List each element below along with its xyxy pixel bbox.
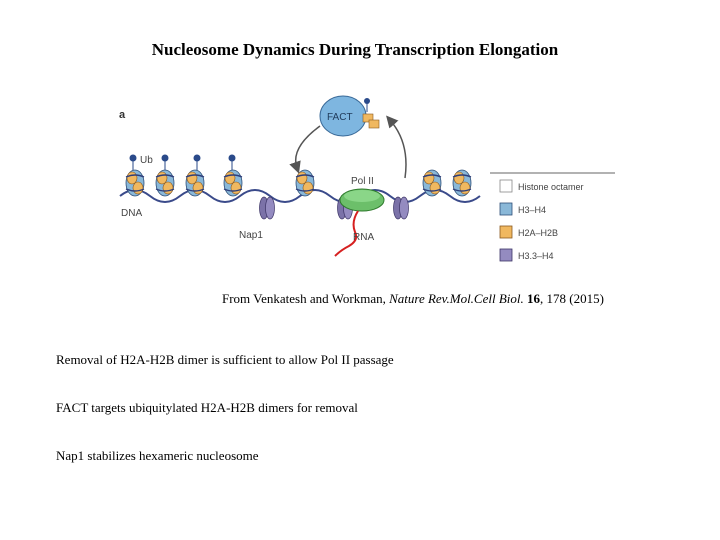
legend: Histone octamer H3–H4 H2A–H2B H3.3–H4 <box>499 179 584 262</box>
nucleosome <box>295 169 315 197</box>
ub-markers <box>129 154 236 170</box>
legend-label: H3–H4 <box>518 205 546 215</box>
credit-prefix: From Venkatesh and Workman, <box>222 291 390 306</box>
slide-title: Nucleosome Dynamics During Transcription… <box>151 40 559 59</box>
bullet-item: Nap1 stabilizes hexameric nucleosome <box>56 448 259 463</box>
fact-label: FACT <box>327 112 353 123</box>
bullet-item: Removal of H2A-H2B dimer is sufficient t… <box>56 352 394 367</box>
dna-strand <box>119 189 481 203</box>
panel-label: a <box>119 109 126 121</box>
h2a-h2b-dimer <box>362 113 380 129</box>
rna-label: RNA <box>353 232 374 243</box>
legend-label: H2A–H2B <box>518 228 558 238</box>
nucleosome <box>223 169 243 197</box>
legend-label: H3.3–H4 <box>518 251 554 261</box>
nap1-protein <box>259 196 275 220</box>
nucleosome <box>185 169 205 197</box>
pol2-label: Pol II <box>351 176 374 187</box>
legend-item: H2A–H2B <box>499 225 558 239</box>
nap1-protein <box>393 196 409 220</box>
nucleosome <box>452 169 472 197</box>
legend-item: H3.3–H4 <box>499 248 554 262</box>
credit-suffix: , 178 (2015) <box>540 291 604 306</box>
nucleosome-diagram: a Ub DNA Nap1 FACT Pol II RNA <box>119 95 615 262</box>
figure-credit: From Venkatesh and Workman, Nature Rev.M… <box>222 291 604 307</box>
legend-label: Histone octamer <box>518 182 584 192</box>
credit-volume: 16 <box>527 291 541 306</box>
nucleosome <box>155 169 175 197</box>
legend-item: H3–H4 <box>499 202 546 216</box>
nap1-label: Nap1 <box>239 230 263 241</box>
rna-strand <box>334 210 359 257</box>
nucleosome <box>125 169 145 197</box>
credit-journal: Nature Rev.Mol.Cell Biol. <box>389 291 524 306</box>
fact-arrow-up <box>386 115 407 179</box>
dna-label: DNA <box>121 208 142 219</box>
legend-item: Histone octamer <box>499 179 584 193</box>
ub-label: Ub <box>140 155 153 166</box>
bullet-item: FACT targets ubiquitylated H2A-H2B dimer… <box>56 400 358 415</box>
nucleosome <box>422 169 442 197</box>
fact-arrow-down <box>289 125 321 174</box>
